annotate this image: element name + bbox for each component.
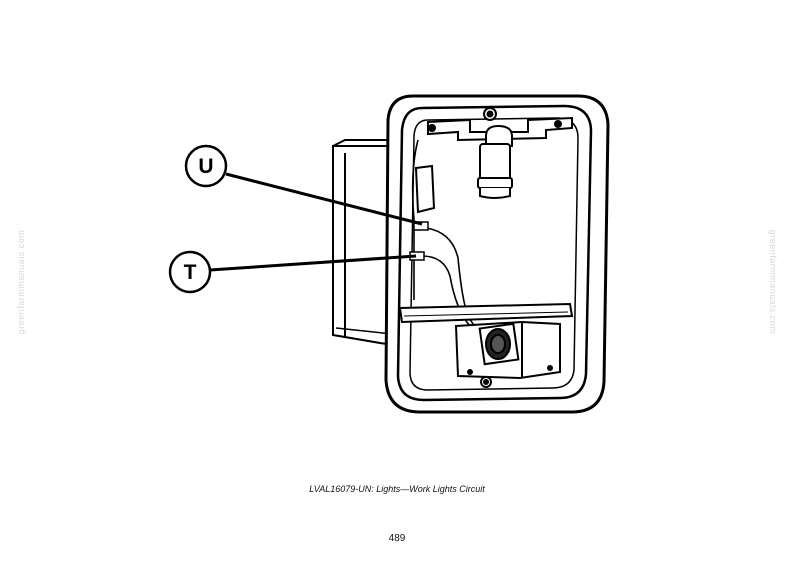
- figure-caption: LVAL16079-UN: Lights—Work Lights Circuit: [309, 484, 485, 494]
- page-number: 489: [388, 533, 406, 544]
- lower-shelf: [398, 302, 574, 324]
- callout-u: U: [184, 144, 423, 226]
- callout-t-label: T: [184, 261, 197, 284]
- side-tab: [414, 164, 436, 214]
- rear-housing: [332, 139, 393, 347]
- lower-speaker-unit: [454, 320, 561, 388]
- callout-u-label: U: [198, 155, 213, 178]
- callout-t: T: [168, 250, 417, 294]
- top-bracket: [427, 107, 573, 142]
- work-lamp-bulb: [477, 124, 513, 199]
